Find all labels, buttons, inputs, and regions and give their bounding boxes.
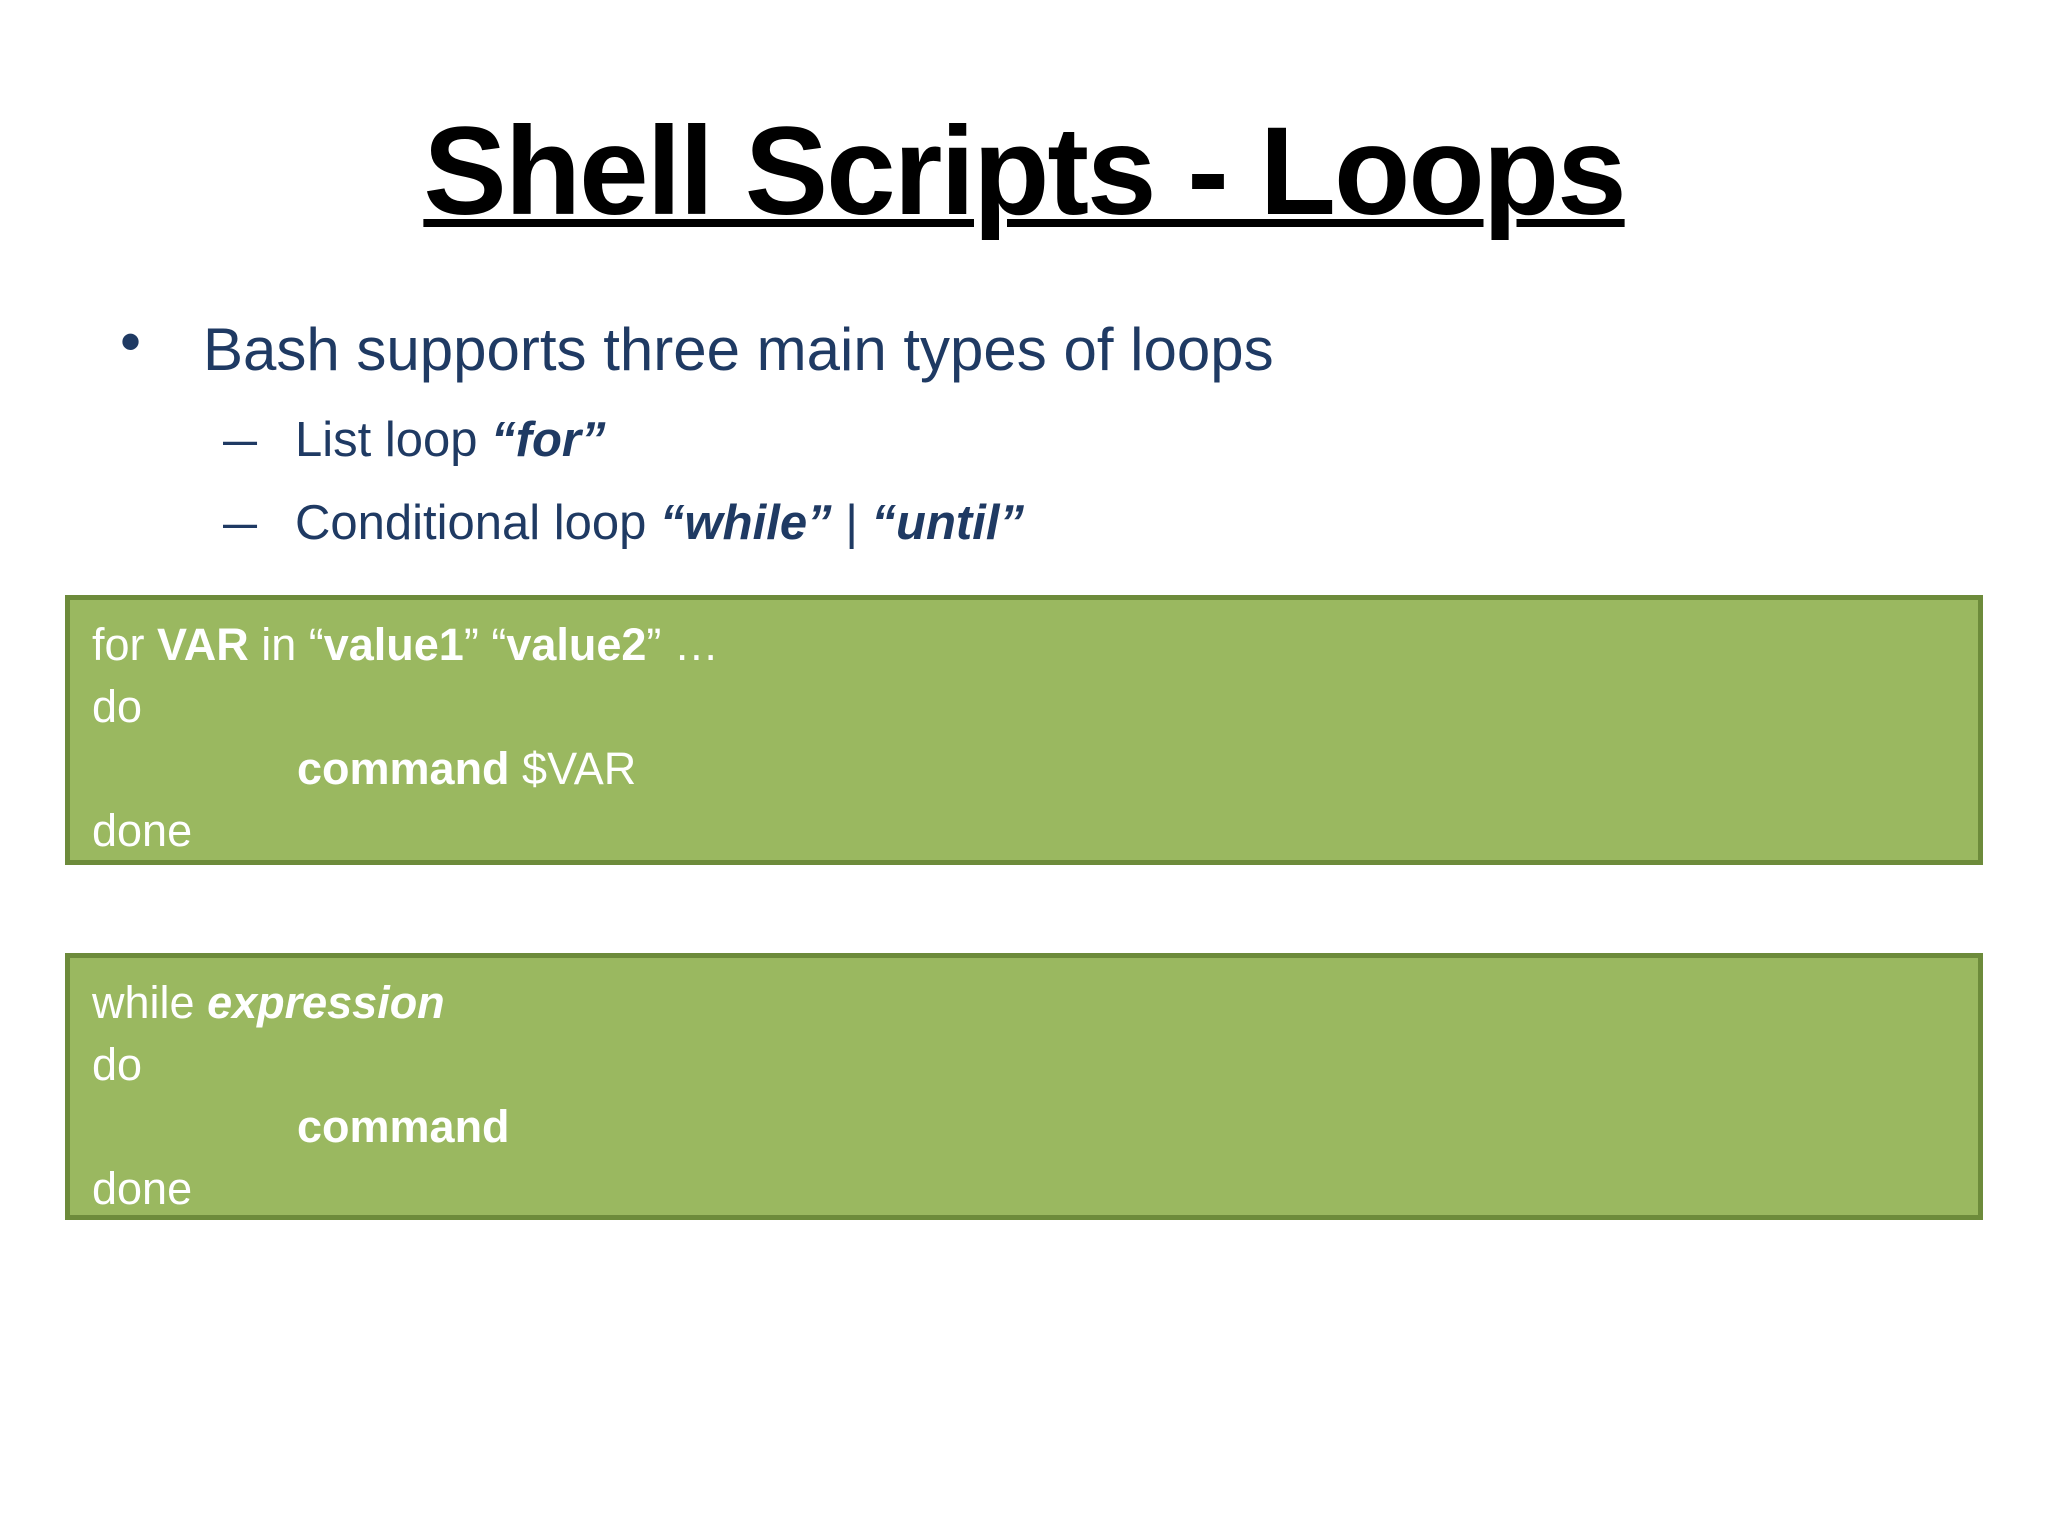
text-segment: done	[92, 805, 193, 856]
text-segment: command	[297, 1101, 510, 1152]
text-segment: in “	[248, 619, 324, 670]
text-segment: done	[92, 1163, 193, 1214]
bullet-sub-list-loop-text: List loop “for”	[295, 411, 2048, 470]
code-line: done	[92, 800, 1958, 862]
text-segment: Bash supports three main types of loops	[203, 316, 1274, 383]
bullet-sub-conditional-loop-text: Conditional loop “while” | “until”	[295, 494, 2048, 553]
text-segment: value2	[506, 619, 647, 670]
text-segment: Conditional loop	[295, 496, 661, 550]
page-title: Shell Scripts - Loops	[423, 102, 1626, 241]
code-line: do	[92, 1034, 1958, 1096]
code-line: for VAR in “value1” “value2” …	[92, 614, 1958, 676]
text-segment: do	[92, 1039, 143, 1090]
text-segment: while	[92, 977, 208, 1028]
text-segment: command	[297, 743, 510, 794]
bullet-line-sub-conditional-loop: – Conditional loop “while” | “until”	[0, 494, 2048, 553]
text-segment: “for”	[491, 413, 606, 467]
code-line: do	[92, 676, 1958, 738]
text-segment: “while”	[660, 496, 832, 550]
code-line: done	[92, 1158, 1958, 1220]
bullet-line-main: • Bash supports three main types of loop…	[0, 308, 2048, 386]
text-segment: expression	[207, 977, 445, 1028]
code-line: command	[92, 1096, 1958, 1158]
text-segment: VAR	[157, 619, 249, 670]
dash-icon: –	[223, 413, 258, 467]
text-segment: ” “	[463, 619, 507, 670]
text-segment: $VAR	[509, 743, 637, 794]
code-line: while expression	[92, 972, 1958, 1034]
text-segment: “until”	[871, 496, 1024, 550]
bullet-dot-icon: •	[120, 308, 142, 375]
bullet-main-text: Bash supports three main types of loops	[203, 314, 2048, 386]
bullet-line-sub-list-loop: – List loop “for”	[0, 411, 2048, 470]
text-segment: do	[92, 681, 143, 732]
dash-icon: –	[223, 496, 258, 550]
text-segment: ” …	[646, 619, 719, 670]
text-segment: for	[92, 619, 158, 670]
text-segment: List loop	[295, 413, 492, 467]
text-segment: value1	[323, 619, 464, 670]
code-line: command $VAR	[92, 738, 1958, 800]
text-segment: |	[831, 496, 872, 550]
